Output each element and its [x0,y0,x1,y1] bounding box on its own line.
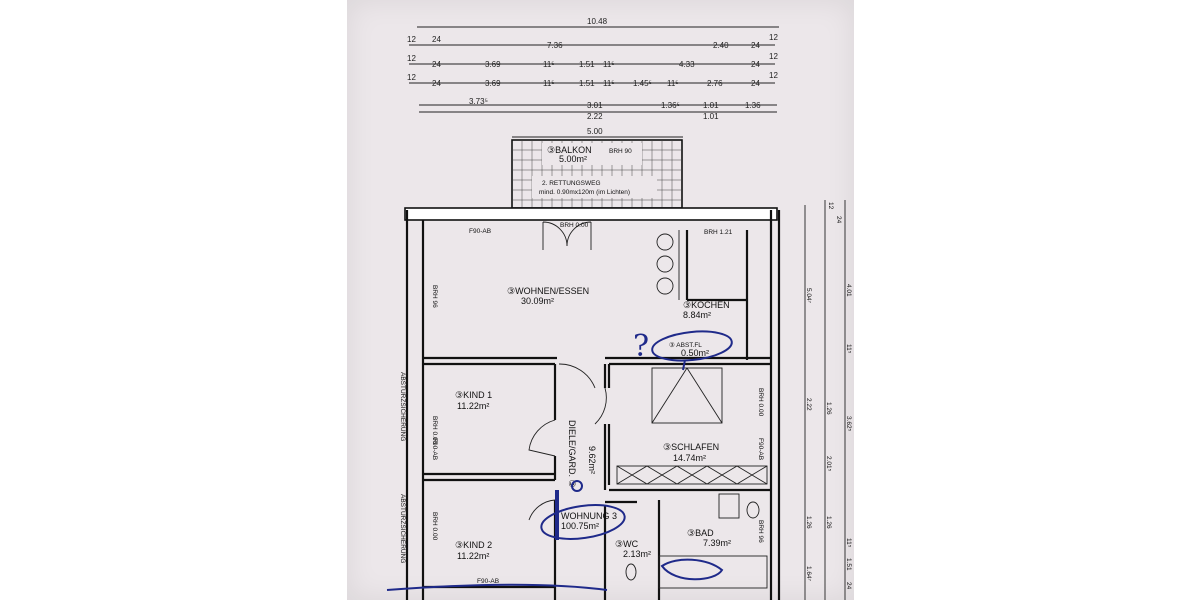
dim-text: 1.51 [579,60,595,69]
room-schlafen-area: 14.74m² [673,453,706,463]
dim-text: 2.22 [805,398,812,411]
dim-text: 11⁵ [845,538,852,548]
room-kochen-area: 8.84m² [683,310,711,320]
balcony-note-1: 2. RETTUNGSWEG [542,180,601,187]
note-brh000-kind2: BRH 0.00 [431,512,438,541]
room-bad-name: ③BAD [687,528,714,538]
dim-text: 1.36 [745,101,761,110]
dim-text: 1.01 [703,112,719,121]
note-f90ab-kind2: F90-AB [477,578,499,585]
room-wohnen-name: ③WOHNEN/ESSEN [507,286,589,296]
walls [404,207,781,600]
dim-text: 12 [769,33,778,42]
dim-text: 1.26 [825,402,832,415]
dim-text: 24 [751,41,760,50]
dim-text: 1.64⁷ [805,566,812,582]
dim-text: 1.01 [703,101,719,110]
note-brh121: BRH 1.21 [704,229,733,236]
fixtures [528,221,768,589]
dim-text: 24 [432,60,441,69]
room-schlafen-name: ③SCHLAFEN [663,442,719,452]
dim-text: 11⁵ [603,60,615,69]
balcony: ③BALKON BRH 90 5.00m² 2. RETTUNGSWEG min… [511,139,683,209]
note-f90ab-kind1: F90-AB [431,438,438,460]
dim-text: 3.69 [485,60,501,69]
dim-text: 1.26 [825,516,832,529]
dim-text: 11⁵ [667,79,679,88]
dim-text: 5.04⁷ [805,288,812,304]
dim-text: 4.01 [845,284,852,297]
floor-plan: 10.48 12 24 7.36 2.40 24 12 12 24 3.69 1… [386,17,852,600]
dim-text: 3.69 [485,79,501,88]
dim-text: 7.36 [547,41,563,50]
note-absturz-1: ABSTURZSICHERUNG [399,372,406,441]
dim-text: 12 [407,54,416,63]
dim-text: 12 [407,73,416,82]
wohnung-name: WOHNUNG 3 [561,511,617,521]
note-f90ab-top: F90-AB [469,228,491,235]
dim-text: 12 [769,52,778,61]
wohnung-area: 100.75m² [561,521,599,531]
dim-text: 24 [751,60,760,69]
right-dimension-lines: 12 24 4.01 11⁵ 3.62⁵ 11⁵ 1.51 24 5.04⁷ 2… [804,200,852,600]
room-wohnen-area: 30.09m² [521,296,554,306]
dim-text: 24 [432,79,441,88]
dim-text: 24 [845,582,852,590]
dim-text: 11⁵ [845,344,852,354]
dim-text: 3.62⁵ [845,416,852,432]
balcony-name: ③BALKON [547,145,592,155]
dim-top-total: 10.48 [587,17,608,26]
top-dimension-lines: 10.48 12 24 7.36 2.40 24 12 12 24 3.69 1… [407,17,779,138]
note-brh000-kind1: BRH 0.00 [431,416,438,445]
question-mark: ? [633,329,649,364]
dim-text: 11⁵ [603,79,615,88]
dim-text: 1.51 [579,79,595,88]
dim-text: 1.51 [845,558,852,571]
room-kind1-name: ③KIND 1 [455,390,492,400]
room-kind2-name: ③KIND 2 [455,540,492,550]
dim-balcony-width: 5.00 [587,127,603,136]
dim-text: 4.33 [679,60,695,69]
dim-text: 12 [827,202,834,210]
room-abst-name: ③ ABST.FL [669,341,702,349]
dim-text: 12 [407,35,416,44]
dim-text: 11⁵ [543,60,555,69]
annotations: F90-AB BRH 0.00 BRH 1.21 BRH 96 BRH 0.00… [399,222,764,585]
room-wc-area: 2.13m² [623,549,651,559]
room-diele-area: 9.62m² [587,446,597,474]
room-bad-area: 7.39m² [703,538,731,548]
dim-text: 2.22 [587,112,603,121]
dim-text: 24 [432,35,441,44]
dim-text: 2.40 [713,41,729,50]
note-f90ab-schlafen: F90-AB [757,438,764,460]
dim-text: 1.26 [805,516,812,529]
dim-text: 24 [751,79,760,88]
dim-text: 3.73⁵ [469,97,488,106]
balcony-area: 5.00m² [559,154,587,164]
note-brh000-top: BRH 0.00 [560,222,589,229]
room-wc-name: ③WC [615,539,639,549]
note-absturz-2: ABSTURZSICHERUNG [399,494,406,563]
balcony-brh: BRH 90 [609,148,632,155]
room-kind2-area: 11.22m² [457,551,489,561]
room-diele-name: DIELE/GARD. ③ [567,420,577,488]
dim-text: 1.36⁵ [661,101,680,110]
dim-text: 12 [769,71,778,80]
note-brh96-bad: BRH 96 [757,520,764,543]
room-kochen-name: ③KOCHEN [683,300,730,310]
handwritten-marks: ? [386,329,733,591]
dim-text: 3.01 [587,101,603,110]
dim-text: 11⁵ [543,79,555,88]
balcony-note-2: mind. 0.90mx120m (im Lichten) [539,189,630,196]
dim-text: 24 [835,216,842,224]
room-labels: ③WOHNEN/ESSEN 30.09m² ③KOCHEN 8.84m² ③ A… [455,286,731,561]
dim-text: 2.76 [707,79,723,88]
dim-text: 2.01⁵ [825,456,832,472]
note-brh000-schlafen: BRH 0.00 [757,388,764,417]
note-brh96-left: BRH 96 [431,285,438,308]
drawing-sheet: 10.48 12 24 7.36 2.40 24 12 12 24 3.69 1… [347,0,854,600]
room-abst-area: 0.50m² [681,348,709,358]
room-kind1-area: 11.22m² [457,401,489,411]
dim-text: 1.45⁵ [633,79,652,88]
